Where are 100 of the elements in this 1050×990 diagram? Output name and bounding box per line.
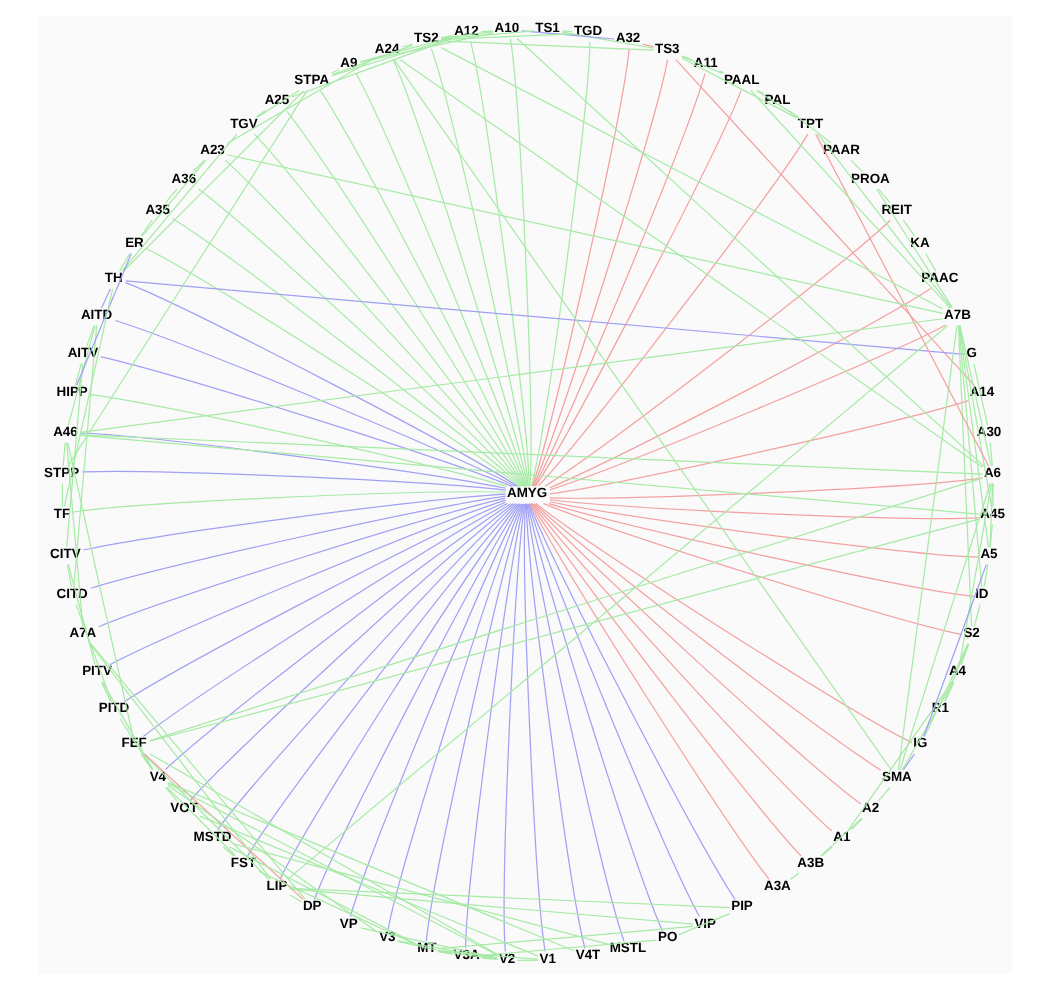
- connector: [440, 33, 574, 41]
- connector: [503, 503, 526, 953]
- connector: [925, 253, 937, 272]
- connector: [789, 872, 800, 880]
- connector: [247, 503, 518, 857]
- connector: [359, 36, 454, 63]
- connector: [224, 159, 524, 488]
- connector: [189, 503, 514, 802]
- connector: [76, 252, 132, 386]
- connector: [257, 89, 300, 118]
- connector: [537, 133, 809, 487]
- connector: [119, 718, 154, 771]
- connector: [527, 503, 663, 932]
- connector: [675, 58, 975, 386]
- connector: [79, 318, 944, 433]
- connector: [387, 503, 523, 931]
- connector: [923, 563, 987, 738]
- connector: [529, 503, 770, 880]
- connector: [681, 57, 798, 119]
- connector: [279, 502, 520, 880]
- connector: [124, 501, 507, 703]
- connector: [143, 753, 304, 900]
- connector: [291, 37, 454, 98]
- connector: [67, 90, 308, 467]
- connector: [533, 502, 882, 771]
- connector: [165, 786, 178, 802]
- connector: [66, 362, 84, 548]
- connector: [897, 324, 958, 771]
- connector: [902, 219, 916, 237]
- connector: [226, 58, 374, 144]
- connector: [440, 35, 453, 39]
- connector: [226, 154, 944, 314]
- connector: [255, 110, 266, 118]
- connector: [532, 59, 669, 487]
- connector: [166, 786, 236, 857]
- connector: [531, 502, 833, 832]
- connector: [430, 48, 529, 487]
- connector: [100, 681, 112, 702]
- connector: [561, 31, 655, 49]
- connector: [349, 503, 522, 918]
- connector: [73, 324, 98, 588]
- connector: [528, 503, 701, 918]
- connector: [850, 817, 863, 831]
- connector: [957, 325, 973, 627]
- connector: [233, 843, 609, 945]
- connector: [549, 324, 947, 491]
- connector: [850, 159, 864, 173]
- connector: [465, 503, 525, 949]
- connector: [331, 44, 414, 76]
- connector: [959, 325, 993, 508]
- connector: [61, 482, 63, 508]
- connector: [534, 89, 742, 487]
- connector: [399, 59, 984, 468]
- connector: [924, 643, 969, 737]
- connector: [561, 30, 573, 33]
- connector: [788, 110, 832, 144]
- connector: [878, 786, 891, 802]
- connector: [164, 503, 512, 771]
- connector: [983, 564, 989, 588]
- connector: [79, 434, 980, 515]
- connector: [71, 491, 507, 513]
- connector: [401, 43, 414, 48]
- connector: [216, 502, 517, 831]
- connector: [530, 41, 591, 487]
- connector: [531, 48, 630, 487]
- connector: [524, 502, 546, 953]
- connector: [392, 58, 529, 487]
- connector: [549, 501, 980, 558]
- connector: [757, 90, 764, 95]
- connector: [481, 957, 499, 961]
- connector: [149, 518, 980, 742]
- connector: [548, 502, 975, 597]
- connector: [973, 363, 989, 426]
- connector: [141, 159, 207, 237]
- connector: [944, 681, 955, 702]
- connector: [90, 643, 306, 900]
- connector: [172, 217, 522, 487]
- connector: [67, 442, 134, 738]
- connector: [67, 564, 96, 666]
- connector: [66, 442, 84, 627]
- connector: [393, 58, 892, 771]
- connector: [143, 753, 270, 880]
- connector: [642, 43, 655, 48]
- connector: [440, 40, 655, 51]
- connector: [678, 913, 731, 936]
- connector: [989, 523, 993, 548]
- connector: [549, 287, 932, 489]
- connector: [355, 72, 528, 487]
- connector: [959, 483, 993, 666]
- connector: [396, 940, 499, 960]
- connector: [167, 784, 379, 933]
- connector: [140, 219, 153, 237]
- connector: [992, 482, 994, 508]
- connector: [528, 503, 736, 900]
- connector: [289, 887, 731, 909]
- connector: [149, 477, 983, 742]
- connector: [79, 434, 983, 475]
- connector: [509, 37, 532, 488]
- connector: [959, 325, 992, 467]
- connector: [549, 499, 980, 519]
